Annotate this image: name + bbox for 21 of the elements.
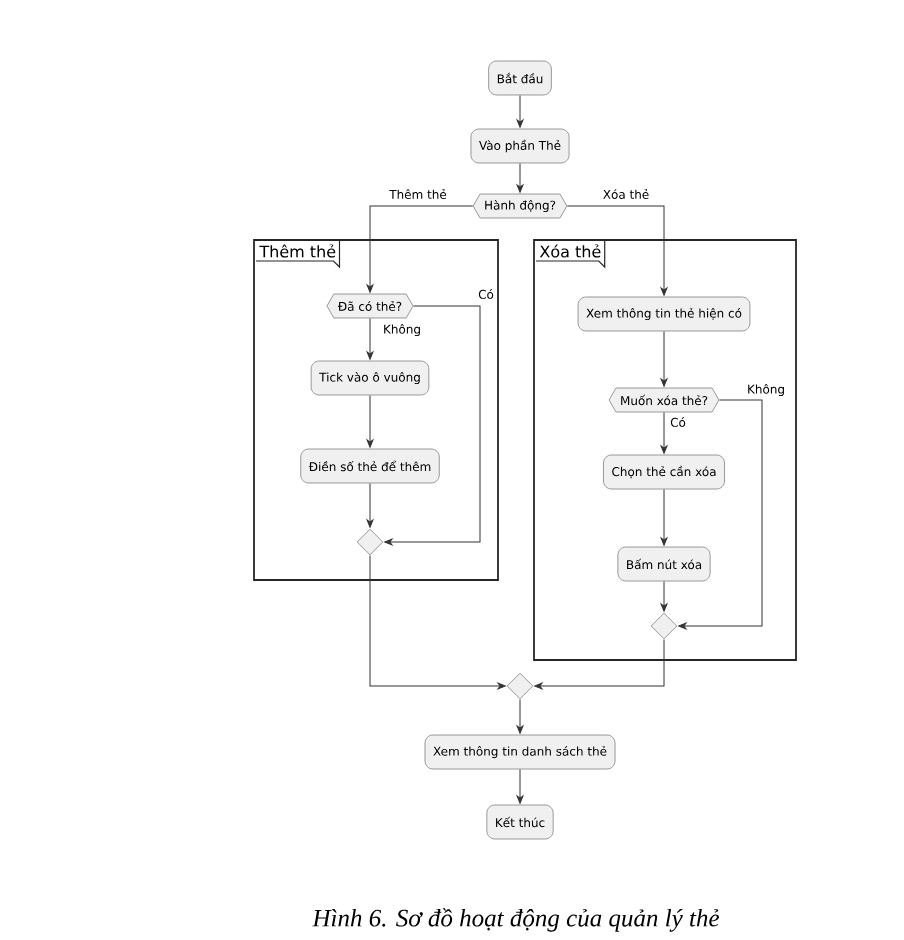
arrow bbox=[516, 162, 524, 193]
arrow bbox=[516, 94, 524, 128]
caption: Hình 6. Sơ đồ hoạt động của quản lý thẻ bbox=[312, 908, 719, 932]
merge-diamond bbox=[356, 528, 384, 556]
arrow bbox=[369, 554, 506, 690]
arrow bbox=[660, 411, 668, 454]
arrow bbox=[566, 205, 668, 296]
arrow bbox=[516, 698, 524, 734]
arrow bbox=[660, 330, 668, 387]
arrow bbox=[678, 399, 763, 630]
merge-diamond bbox=[650, 612, 678, 640]
merge-diamond bbox=[506, 672, 534, 700]
arrow bbox=[384, 305, 481, 546]
arrow bbox=[534, 638, 665, 690]
arrow bbox=[366, 394, 374, 448]
arrow bbox=[660, 580, 668, 612]
arrow bbox=[660, 488, 668, 546]
arrow bbox=[366, 317, 374, 360]
arrow bbox=[366, 205, 474, 293]
arrow bbox=[366, 482, 374, 528]
arrow bbox=[516, 768, 524, 804]
